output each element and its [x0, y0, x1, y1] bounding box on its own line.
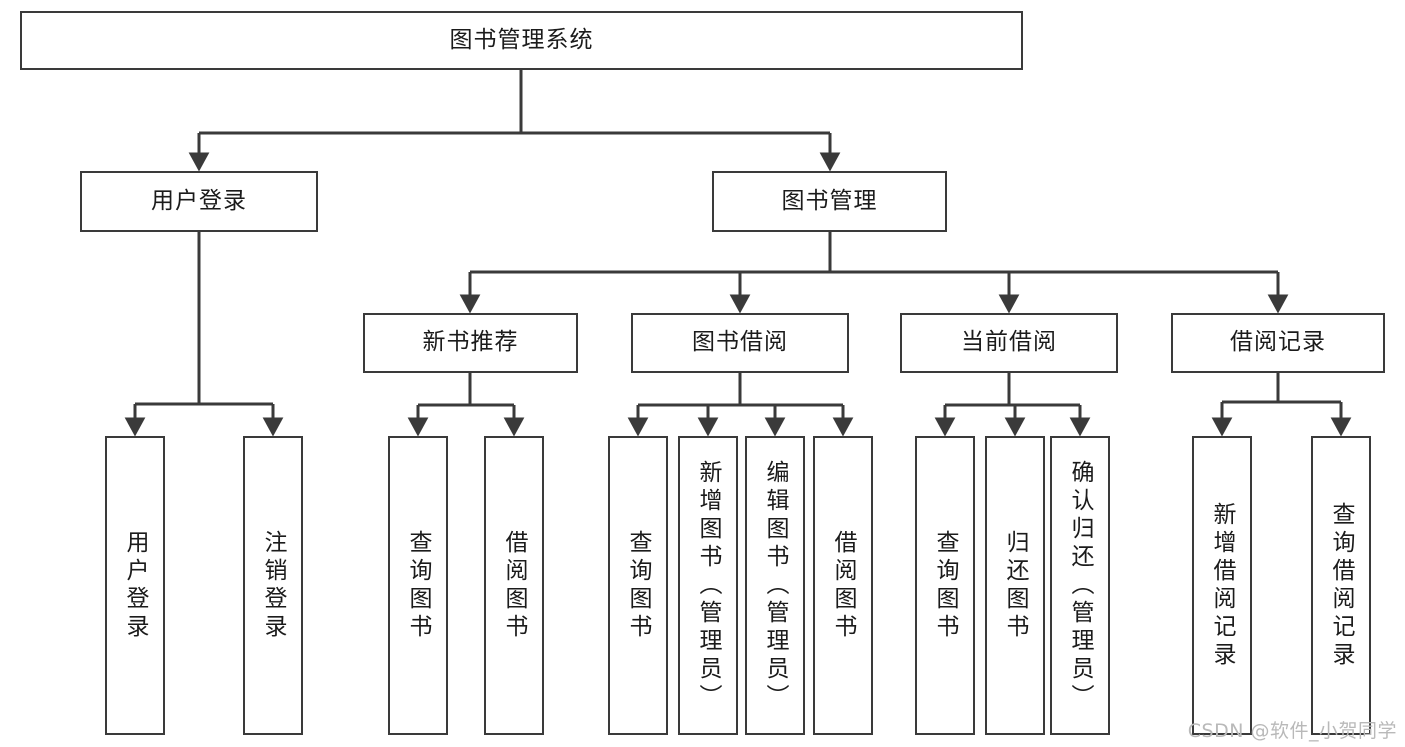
- leaf-confirm-return-admin[interactable]: 确认归还（管理员）: [1050, 436, 1110, 735]
- leaf-label: 查询图书: [405, 529, 431, 642]
- leaf-user-logout[interactable]: 注销登录: [243, 436, 303, 735]
- leaf-label: 编辑图书（管理员）: [762, 459, 788, 712]
- leaf-add-book-admin[interactable]: 新增图书（管理员）: [678, 436, 738, 735]
- node-new-book-recommend[interactable]: 新书推荐: [363, 313, 578, 373]
- node-current-borrow[interactable]: 当前借阅: [900, 313, 1118, 373]
- leaf-query-book-recommend[interactable]: 查询图书: [388, 436, 448, 735]
- leaf-label: 归还图书: [1002, 529, 1028, 642]
- node-borrow-record[interactable]: 借阅记录: [1171, 313, 1385, 373]
- leaf-borrow-book[interactable]: 借阅图书: [813, 436, 873, 735]
- leaf-edit-book-admin[interactable]: 编辑图书（管理员）: [745, 436, 805, 735]
- leaf-label: 查询图书: [625, 529, 651, 642]
- leaf-return-book[interactable]: 归还图书: [985, 436, 1045, 735]
- leaf-label: 用户登录: [122, 529, 148, 642]
- leaf-label: 借阅图书: [830, 529, 856, 642]
- leaf-label: 新增图书（管理员）: [695, 459, 721, 712]
- leaf-label: 确认归还（管理员）: [1067, 459, 1093, 712]
- leaf-add-borrow-record[interactable]: 新增借阅记录: [1192, 436, 1252, 735]
- leaf-label: 注销登录: [260, 529, 286, 642]
- leaf-label: 新增借阅记录: [1209, 501, 1235, 670]
- node-user-login[interactable]: 用户登录: [80, 171, 318, 232]
- leaf-user-login[interactable]: 用户登录: [105, 436, 165, 735]
- leaf-query-borrow-record[interactable]: 查询借阅记录: [1311, 436, 1371, 735]
- leaf-query-book-current[interactable]: 查询图书: [915, 436, 975, 735]
- leaf-borrow-book-recommend[interactable]: 借阅图书: [484, 436, 544, 735]
- leaf-query-book-borrow[interactable]: 查询图书: [608, 436, 668, 735]
- node-root-system[interactable]: 图书管理系统: [20, 11, 1023, 70]
- node-book-borrow[interactable]: 图书借阅: [631, 313, 849, 373]
- leaf-label: 借阅图书: [501, 529, 527, 642]
- node-book-manage[interactable]: 图书管理: [712, 171, 947, 232]
- leaf-label: 查询图书: [932, 529, 958, 642]
- watermark-text: CSDN @软件_小贺同学: [1187, 720, 1397, 742]
- leaf-label: 查询借阅记录: [1328, 501, 1354, 670]
